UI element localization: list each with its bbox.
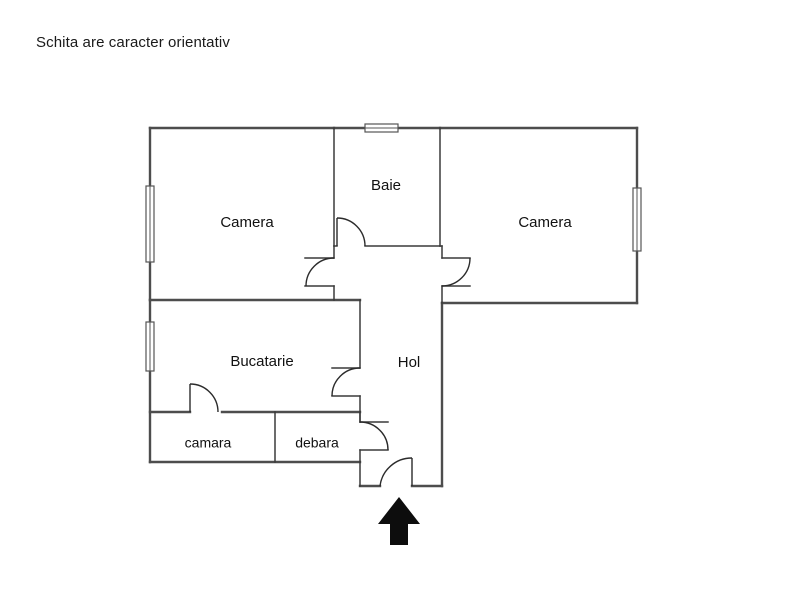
door-group — [189, 217, 471, 487]
room-label-hol: Hol — [398, 354, 421, 371]
room-label-bucatarie: Bucatarie — [230, 353, 293, 370]
window-camera-right — [632, 187, 642, 252]
room-label-baie: Baie — [371, 177, 401, 194]
page-title: Schita are caracter orientativ — [36, 34, 230, 51]
window-baie — [364, 123, 399, 133]
door-camera-left — [305, 257, 335, 287]
door-debara — [359, 421, 389, 451]
room-label-camera-right: Camera — [518, 214, 572, 231]
window-camera-left — [145, 185, 155, 263]
room-label-camara: camara — [185, 435, 232, 451]
window-bucatarie — [145, 321, 155, 372]
door-bucatarie-hol — [331, 367, 361, 397]
door-entrance — [379, 457, 413, 487]
door-camera-right — [441, 257, 471, 287]
room-label-debara: debara — [295, 435, 339, 451]
door-baie — [336, 217, 366, 247]
wall-group — [148, 126, 639, 488]
window-group — [145, 123, 642, 372]
entrance-direction-arrow — [378, 497, 420, 545]
door-camara — [189, 383, 219, 413]
room-label-camera-left: Camera — [220, 214, 274, 231]
